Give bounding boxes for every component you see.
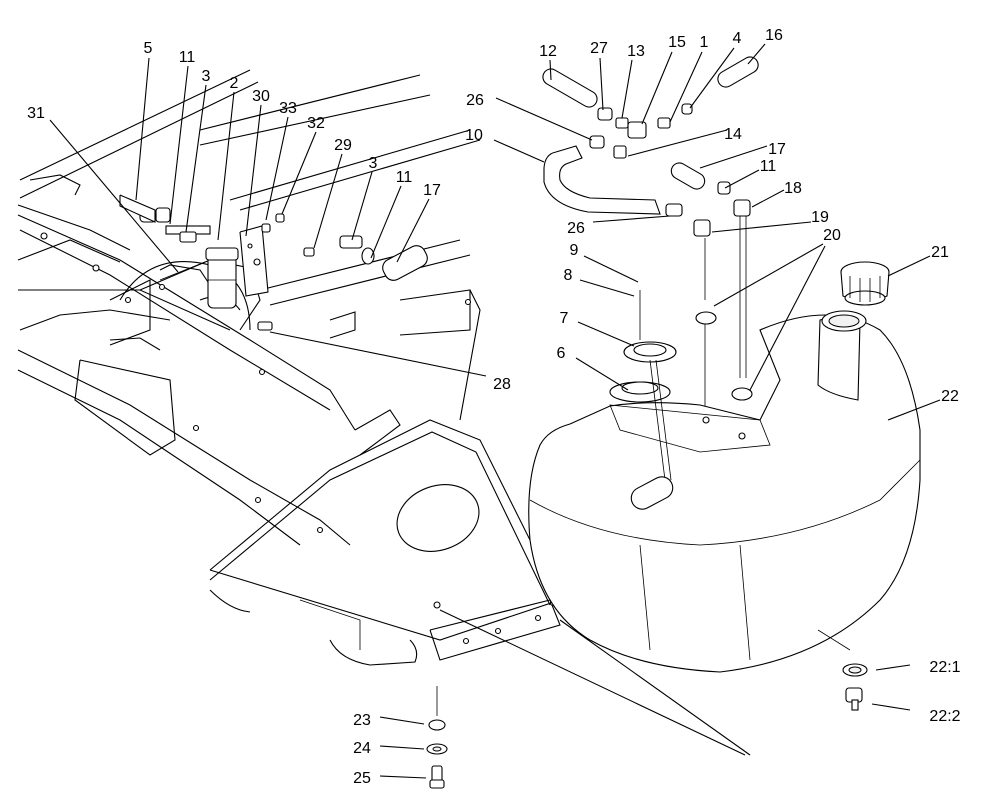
callout-label-18: 18 — [784, 180, 802, 197]
callout-label-7: 7 — [560, 310, 569, 327]
callout-label-16: 16 — [765, 27, 783, 44]
leader-line-18 — [751, 189, 785, 208]
leader-line-5 — [135, 57, 150, 201]
callout-label-33: 33 — [279, 100, 297, 117]
leader-line-11c — [724, 169, 760, 189]
callout-label-21: 21 — [931, 244, 949, 261]
leader-line-6 — [575, 357, 629, 391]
leader-line-7 — [577, 321, 635, 347]
leader-line-12 — [549, 59, 552, 81]
leader-line-9 — [583, 255, 639, 283]
callout-label-22: 22 — [941, 388, 959, 405]
leader-line-27 — [599, 57, 604, 111]
leader-line-22-2 — [871, 703, 911, 711]
callout-label-15: 15 — [668, 34, 686, 51]
leader-line-23 — [379, 716, 425, 725]
callout-label-17a: 17 — [423, 182, 441, 199]
callout-label-17b: 17 — [768, 141, 786, 158]
leader-line-25 — [379, 775, 427, 779]
callout-label-29: 29 — [334, 137, 352, 154]
callout-label-10: 10 — [465, 127, 483, 144]
leader-line-13 — [621, 59, 633, 119]
callout-label-28: 28 — [493, 376, 511, 393]
leader-line-2 — [217, 91, 235, 241]
leader-line-17a — [396, 198, 430, 263]
leader-line-30 — [245, 104, 262, 237]
callout-label-14: 14 — [724, 126, 742, 143]
callout-label-25: 25 — [353, 770, 371, 787]
leader-line-3b — [351, 171, 373, 241]
leader-line-22 — [887, 399, 941, 421]
callout-label-9: 9 — [570, 242, 579, 259]
leader-line-26a — [495, 97, 593, 141]
leader-line-11b — [370, 185, 402, 259]
callout-label-20: 20 — [823, 227, 841, 244]
leader-line-3a — [185, 84, 207, 233]
leader-line-4 — [689, 47, 735, 109]
leader-line-29 — [313, 153, 343, 249]
floor-pan — [209, 409, 751, 756]
leader-line-17b — [699, 145, 768, 169]
callout-label-6: 6 — [557, 345, 566, 362]
leader-line-28 — [269, 331, 487, 377]
callout-label-24: 24 — [353, 740, 371, 757]
leader-line-31 — [49, 119, 179, 273]
callout-label-3b: 3 — [369, 155, 378, 172]
leader-line-32 — [281, 131, 317, 215]
callout-label-11a: 11 — [179, 49, 196, 66]
callout-label-22-2: 22:2 — [929, 708, 960, 725]
callout-label-19: 19 — [811, 209, 829, 226]
callout-label-5: 5 — [144, 40, 153, 57]
callout-label-27: 27 — [590, 40, 608, 57]
leader-line-15 — [641, 51, 673, 125]
leader-line-22-1 — [875, 664, 911, 671]
leader-line-26b — [592, 215, 671, 223]
leader-line-33 — [265, 116, 289, 221]
callout-label-23: 23 — [353, 712, 371, 729]
callout-label-11b: 11 — [396, 169, 413, 186]
callout-label-12: 12 — [539, 43, 557, 60]
fuel-tank — [528, 310, 921, 673]
leader-line-20-b — [749, 245, 826, 391]
callout-label-31: 31 — [27, 105, 45, 122]
callout-label-11c: 11 — [760, 158, 777, 175]
leader-line-21 — [887, 255, 931, 277]
callout-label-26a: 26 — [466, 92, 484, 109]
leader-line-8 — [579, 279, 635, 297]
fuel-cap — [840, 261, 890, 306]
leader-line-24 — [379, 745, 425, 750]
leader-line-19 — [711, 221, 812, 233]
callout-leaders — [49, 43, 941, 779]
callout-label-30: 30 — [252, 88, 270, 105]
fuel-filter-assembly — [119, 194, 428, 331]
callout-label-8: 8 — [564, 267, 573, 284]
callout-label-13: 13 — [627, 43, 645, 60]
callout-label-1: 1 — [700, 34, 709, 51]
mount-hardware — [426, 663, 868, 789]
leader-line-14 — [627, 129, 728, 157]
leader-line-1 — [669, 51, 703, 123]
callout-label-22-1: 22:1 — [929, 659, 960, 676]
leader-line-20 — [713, 243, 824, 307]
callout-label-26b: 26 — [567, 220, 585, 237]
chassis-frame — [17, 69, 481, 546]
fuel-lines — [542, 56, 759, 410]
leader-line-11a — [169, 65, 189, 225]
callout-label-2: 2 — [230, 75, 239, 92]
leader-line-10 — [493, 139, 545, 163]
callout-label-3a: 3 — [202, 68, 211, 85]
callout-label-32: 32 — [307, 115, 325, 132]
leader-line-16 — [747, 43, 766, 65]
callout-label-4: 4 — [733, 30, 742, 47]
